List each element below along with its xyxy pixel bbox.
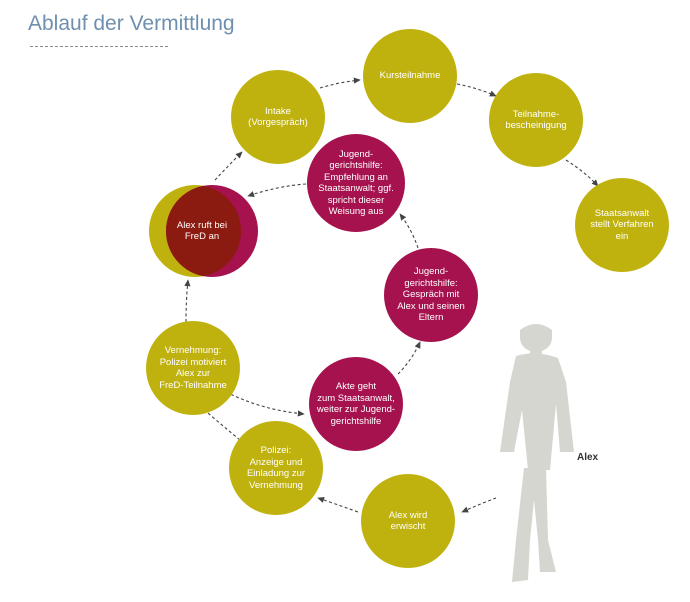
node-erwischt [361, 474, 455, 568]
node-polizei [229, 421, 323, 515]
node-bescheinigung [489, 73, 583, 167]
node-jgh-empfehlung [307, 134, 405, 232]
title-underline [30, 46, 168, 47]
label-alex-ruft: Alex ruft bei FreD an [176, 219, 228, 243]
arrow-alex-to-intake [214, 151, 243, 181]
page-title: Ablauf der Vermittlung [28, 12, 235, 35]
label-polizei: Polizei: Anzeige und Einladung zur Verne… [246, 445, 306, 491]
label-vernehmung: Vernehmung: Polizei motiviert Alex zur F… [159, 345, 227, 391]
magenta-nodes [307, 134, 478, 451]
label-akte: Akte geht zum Staatsanwalt, weiter zur J… [316, 381, 396, 427]
label-jgh-gespraech: Jugend- gerichtshilfe: Gespräch mit Alex… [397, 266, 465, 324]
person-silhouette-icon [500, 324, 574, 582]
arrow-akte-to-jgh-gespraech [397, 341, 421, 375]
arrow-jgh-empfehlung-to-alex [247, 183, 307, 197]
arrow-bescheinigung-to-einstellung [565, 159, 599, 187]
arrow-person-to-erwischt [461, 497, 497, 513]
label-kurs: Kursteilnahme [379, 70, 441, 82]
label-erwischt: Alex wird erwischt [388, 509, 428, 533]
node-kurs [363, 29, 457, 123]
arrow-vernehmung-to-akte [225, 391, 305, 417]
arrow-kurs-to-bescheinigung [456, 83, 497, 97]
label-einstellung: Staatsanwalt stellt Verfahren ein [590, 207, 654, 242]
node-akte [309, 357, 403, 451]
node-jgh-gespraech [384, 248, 478, 342]
node-alex-ruft [149, 185, 258, 277]
arrow-jgh-gespraech-to-jgh-empfehlung [399, 213, 419, 249]
olive-nodes [146, 29, 669, 568]
node-einstellung [575, 178, 669, 272]
node-vernehmung [146, 321, 240, 415]
arrow-vernehmung-to-alex [184, 279, 191, 323]
label-jgh-empfehlung: Jugend- gerichtshilfe: Empfehlung an Sta… [318, 148, 394, 218]
label-bescheinigung: Teilnahme- bescheinigung [505, 108, 567, 132]
label-intake: Intake (Vorgespräch) [248, 105, 308, 129]
node-intake [231, 70, 325, 164]
arrow-intake-to-kurs [319, 77, 361, 89]
person-label: Alex [577, 452, 599, 463]
arrow-erwischt-to-polizei [317, 497, 359, 513]
